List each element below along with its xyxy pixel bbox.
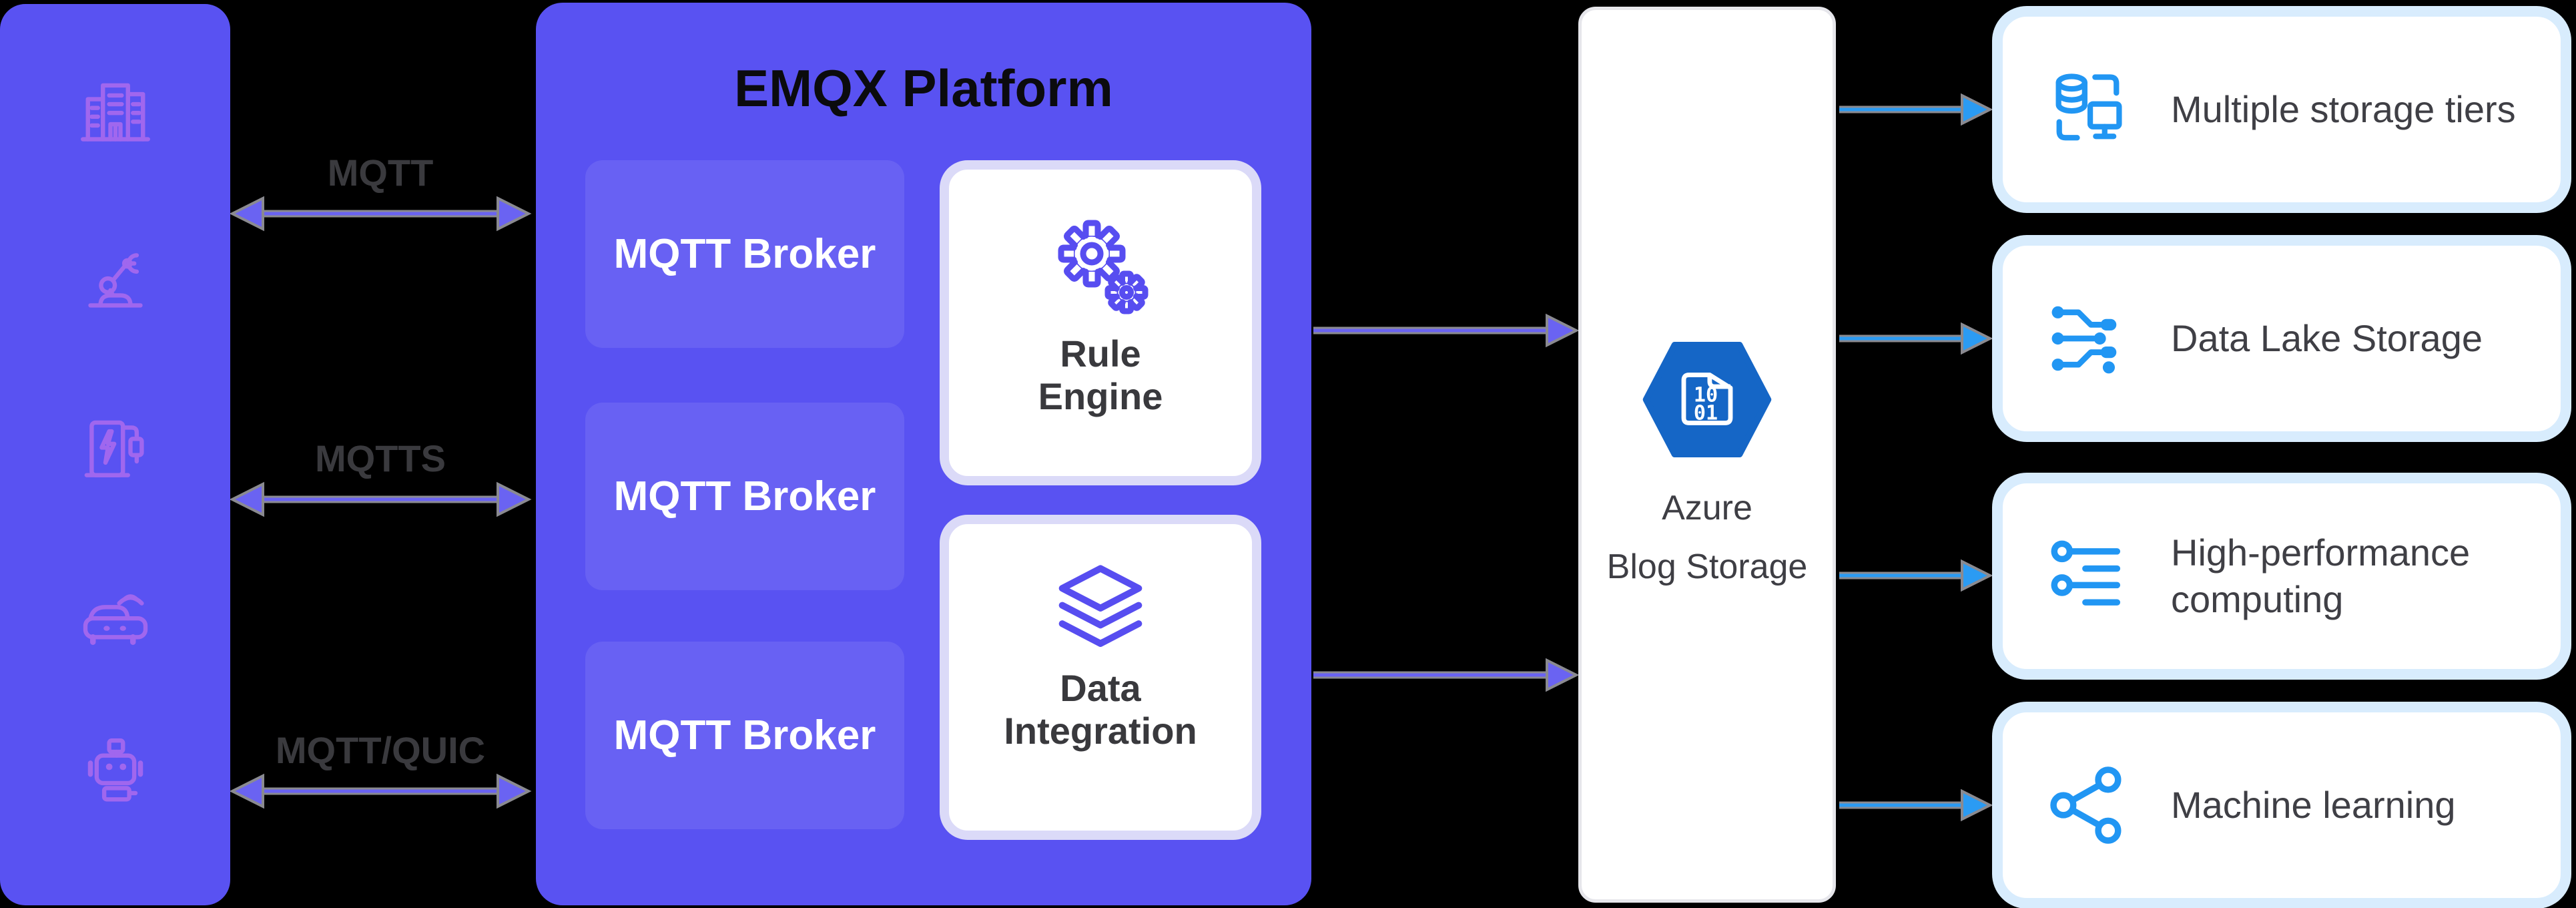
gear-small [1104, 270, 1149, 314]
protocol-label-mqtt-quic: MQTT/QUIC [275, 729, 486, 771]
mqtt-broker-label: MQTT Broker [613, 473, 876, 519]
robot-icon [75, 732, 155, 812]
data-lake-icon [2044, 294, 2132, 383]
rule-engine-to-azure-arrow [1313, 313, 1580, 348]
hpc-sliders-icon [2044, 532, 2132, 620]
ev-charger-icon [75, 411, 155, 491]
azure-to-storage-tiers-arrow [1839, 93, 1993, 126]
protocol-label-mqtt: MQTT [327, 152, 434, 194]
dest-label-multiple-storage-tiers: Multiple storage tiers [2171, 88, 2516, 130]
azure-icon-digits-bottom: 01 [1694, 402, 1718, 425]
azure-to-hpc-arrow [1839, 559, 1993, 592]
mqtt-broker-label: MQTT Broker [613, 712, 876, 758]
emqx-platform-title: EMQX Platform [734, 59, 1113, 118]
mqtt-arrow [229, 196, 532, 232]
emqx-platform-panel: EMQX Platform MQTT Broker MQTT Broker MQ… [536, 3, 1311, 905]
azure-to-ml-arrow [1839, 788, 1993, 822]
data-integration-to-azure-arrow [1313, 658, 1580, 692]
storage-tiers-icon [2044, 65, 2132, 154]
mqtt-broker-label: MQTT Broker [613, 231, 876, 277]
azure-blob-storage-label: Azure Blog Storage [1606, 489, 1808, 586]
dest-label-data-lake-storage: Data Lake Storage [2171, 317, 2483, 359]
devices-panel [0, 4, 230, 905]
connected-car-icon [75, 580, 155, 660]
azure-blob-storage-panel: 10 01 Azure Blog Storage [1578, 7, 1836, 903]
buildings-icon [75, 74, 155, 154]
robot-arm-icon [75, 239, 155, 319]
data-integration-card: Data Integration [940, 515, 1261, 840]
rule-engine-label: Rule Engine [1038, 332, 1163, 417]
dest-box-data-lake-storage: Data Lake Storage [1992, 235, 2571, 442]
dest-box-machine-learning: Machine learning [1992, 702, 2571, 908]
mqtts-arrow [229, 481, 532, 517]
azure-icon-digits-top: 10 [1694, 383, 1718, 407]
layers-icon [1058, 565, 1143, 647]
gears-icon [1058, 220, 1149, 314]
dest-box-multiple-storage-tiers: Multiple storage tiers [1992, 6, 2571, 213]
data-integration-label: Data Integration [1004, 667, 1197, 752]
machine-learning-icon [2044, 761, 2132, 849]
mqtt-broker-box-2: MQTT Broker [585, 403, 904, 590]
rule-engine-card: Rule Engine [940, 160, 1261, 485]
azure-blob-icon: 10 01 [1642, 341, 1772, 458]
dest-box-high-performance-computing: High-performance computing [1992, 473, 2571, 680]
protocol-label-mqtts: MQTTS [315, 437, 446, 479]
mqtt-broker-box-1: MQTT Broker [585, 160, 904, 348]
azure-to-data-lake-arrow [1839, 322, 1993, 355]
mqtt-quic-arrow [229, 773, 532, 809]
dest-label-machine-learning: Machine learning [2171, 784, 2456, 826]
gear-large [1058, 220, 1126, 288]
mqtt-broker-box-3: MQTT Broker [585, 642, 904, 829]
dest-label-high-performance-computing: High-performance computing [2171, 531, 2471, 620]
